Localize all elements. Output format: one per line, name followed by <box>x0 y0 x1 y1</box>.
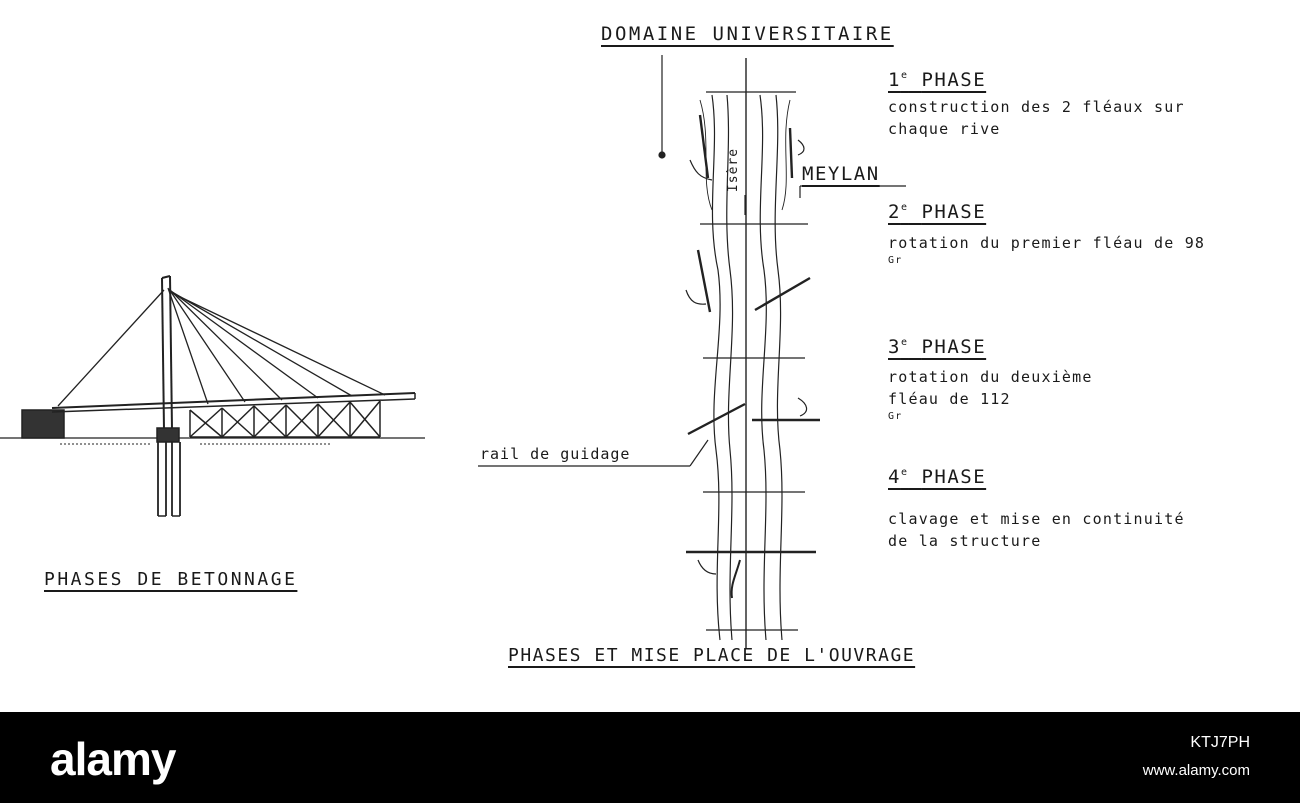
brand-logo: alamy <box>50 733 176 785</box>
phases-de-betonnage-caption: PHASES DE BETONNAGE <box>44 569 298 590</box>
phases-mise-en-place-caption: PHASES ET MISE PLACE DE L'OUVRAGE <box>508 645 916 666</box>
site-url: www.alamy.com <box>1142 762 1250 779</box>
stock-id: KTJ7PH <box>1190 734 1250 751</box>
rail-de-guidage-label: rail de guidage <box>480 445 631 463</box>
phase-4-heading: 4e PHASE <box>888 466 987 488</box>
meylan-label: MEYLAN <box>802 163 880 185</box>
phase-3-heading: 3e PHASE <box>888 336 987 358</box>
drawing-area: Isère DOMAINE UNIVERSITAIRE MEYLAN 1e PH… <box>0 23 1206 666</box>
phase-1-heading: 1e PHASE <box>888 69 987 91</box>
bridge-elevation <box>0 55 906 648</box>
phase-2-heading: 2e PHASE <box>888 201 987 223</box>
watermark-footer: alamy KTJ7PH www.alamy.com <box>0 712 1300 803</box>
isere-label: Isère <box>726 147 742 193</box>
domaine-universitaire-title: DOMAINE UNIVERSITAIRE <box>601 23 894 45</box>
phase-4-description: clavage et mise en continuité de la stru… <box>888 510 1185 550</box>
phase-1-description: construction des 2 fléaux sur chaque riv… <box>888 98 1185 138</box>
